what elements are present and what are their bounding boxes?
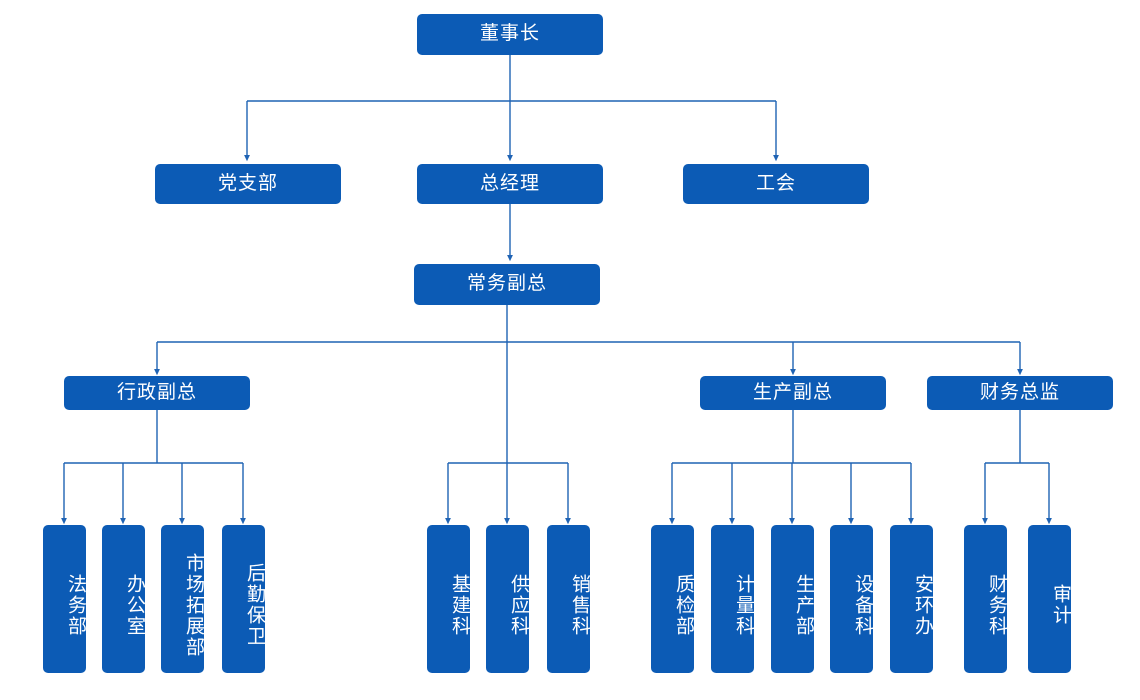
node-label: 销售科 (569, 573, 590, 637)
node-label: 行政副总 (116, 381, 197, 403)
node-general-manager[interactable]: 总经理 (417, 164, 603, 204)
node-audit[interactable]: 审计 (1028, 525, 1071, 673)
node-label: 安环办 (912, 573, 933, 637)
node-label: 工会 (755, 172, 796, 194)
node-infrastructure-section[interactable]: 基建科 (427, 525, 470, 673)
node-party-branch[interactable]: 党支部 (155, 164, 341, 204)
node-label: 设备科 (852, 573, 873, 637)
node-market-dev-dept[interactable]: 市场拓展部 (161, 525, 204, 673)
node-legal-dept[interactable]: 法务部 (43, 525, 86, 673)
node-sales-section[interactable]: 销售科 (547, 525, 590, 673)
node-label: 生产副总 (752, 381, 833, 403)
node-label: 财务总监 (979, 381, 1060, 403)
node-label: 后勤保卫 (244, 563, 265, 647)
node-logistics-security[interactable]: 后勤保卫 (222, 525, 265, 673)
node-supply-section[interactable]: 供应科 (486, 525, 529, 673)
node-label: 财务科 (986, 573, 1007, 637)
node-safety-env-office[interactable]: 安环办 (890, 525, 933, 673)
node-chairman[interactable]: 董事长 (417, 14, 603, 55)
node-label: 办公室 (124, 573, 145, 637)
node-finance-director[interactable]: 财务总监 (927, 376, 1113, 410)
node-finance-section[interactable]: 财务科 (964, 525, 1007, 673)
node-label: 法务部 (65, 573, 86, 637)
node-label: 董事长 (479, 23, 540, 45)
node-label: 党支部 (217, 172, 278, 194)
node-label: 市场拓展部 (183, 552, 204, 658)
node-quality-dept[interactable]: 质检部 (651, 525, 694, 673)
node-label: 质检部 (673, 573, 694, 637)
node-production-vp[interactable]: 生产副总 (700, 376, 886, 410)
node-label: 计量科 (733, 573, 754, 637)
node-label: 生产部 (793, 573, 814, 637)
node-labor-union[interactable]: 工会 (683, 164, 869, 204)
node-label: 总经理 (479, 172, 540, 194)
node-label: 审计 (1050, 584, 1071, 626)
node-production-dept[interactable]: 生产部 (771, 525, 814, 673)
node-executive-vp[interactable]: 常务副总 (414, 264, 600, 305)
node-admin-vp[interactable]: 行政副总 (64, 376, 250, 410)
node-office[interactable]: 办公室 (102, 525, 145, 673)
node-label: 常务副总 (466, 273, 547, 295)
node-label: 供应科 (508, 573, 529, 637)
node-label: 基建科 (449, 573, 470, 637)
node-equipment-section[interactable]: 设备科 (830, 525, 873, 673)
node-metrology-section[interactable]: 计量科 (711, 525, 754, 673)
